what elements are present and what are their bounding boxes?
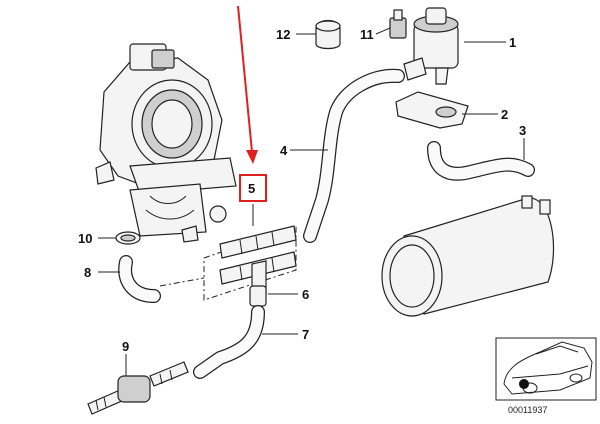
curved-hose-8 bbox=[118, 255, 161, 303]
long-hose-4 bbox=[303, 68, 405, 243]
callout-9: 9 bbox=[122, 339, 129, 354]
callout-8: 8 bbox=[84, 265, 91, 280]
callout-4: 4 bbox=[280, 143, 288, 158]
callout-12: 12 bbox=[276, 27, 290, 42]
callout-5: 5 bbox=[248, 181, 255, 196]
curved-hose-3 bbox=[427, 141, 535, 181]
straight-connector bbox=[219, 225, 297, 259]
location-marker bbox=[519, 379, 529, 389]
reference-code: 00011937 bbox=[508, 405, 547, 415]
cap-12 bbox=[315, 19, 341, 50]
callout-1: 1 bbox=[509, 35, 516, 50]
charcoal-canister bbox=[381, 195, 555, 317]
callout-10: 10 bbox=[78, 231, 92, 246]
l-hose-7 bbox=[193, 305, 265, 379]
solenoid-valve-1 bbox=[403, 7, 459, 85]
callout-7: 7 bbox=[302, 327, 309, 342]
mounting-bracket-2 bbox=[395, 91, 469, 129]
highlight-arrow bbox=[237, 5, 258, 164]
callout-11: 11 bbox=[360, 27, 374, 42]
callout-6: 6 bbox=[302, 287, 309, 302]
leader-lines bbox=[98, 27, 525, 376]
connector-plug-11 bbox=[389, 9, 407, 39]
vehicle-location-thumbnail bbox=[495, 337, 597, 401]
connector-outlet-6 bbox=[249, 285, 267, 307]
callout-2: 2 bbox=[501, 107, 508, 122]
callout-3: 3 bbox=[519, 123, 526, 138]
assembly-boundary bbox=[159, 225, 297, 301]
hose-clamp bbox=[115, 231, 141, 245]
inline-valve-9 bbox=[87, 361, 189, 415]
highlight-box bbox=[239, 174, 267, 202]
throttle-body bbox=[95, 43, 237, 243]
